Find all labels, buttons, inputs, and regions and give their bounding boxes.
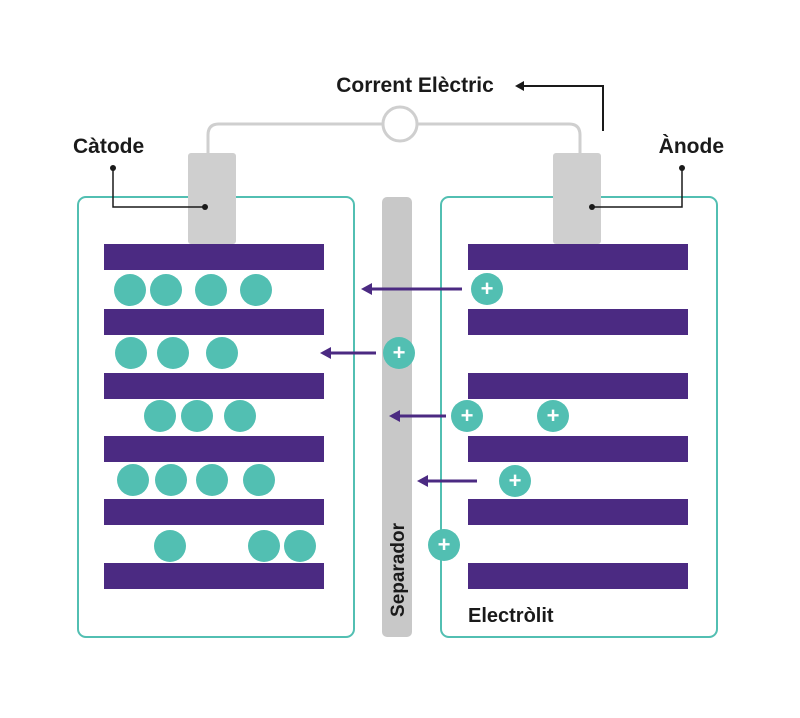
ion xyxy=(243,464,275,496)
lithium-ion xyxy=(383,337,415,369)
cathode-plate xyxy=(104,244,324,270)
plus-sign: + xyxy=(461,403,474,428)
ion xyxy=(150,274,182,306)
anode-terminal xyxy=(553,153,601,244)
cathode-terminal xyxy=(188,153,236,244)
lithium-ion xyxy=(428,529,460,561)
current-meter xyxy=(381,105,419,143)
lithium-ion xyxy=(499,465,531,497)
ion xyxy=(114,274,146,306)
ion xyxy=(155,464,187,496)
electrolyte-label: Electròlit xyxy=(468,605,554,627)
separator-label: Separador xyxy=(388,522,409,617)
cathode-leader-end xyxy=(202,204,208,210)
ion xyxy=(117,464,149,496)
ion xyxy=(144,400,176,432)
ion xyxy=(154,530,186,562)
anode-plate xyxy=(468,499,688,525)
electrode-plates xyxy=(104,244,688,589)
current-arrow xyxy=(522,85,604,131)
plus-sign: + xyxy=(481,276,494,301)
anode-label: Ànode xyxy=(659,135,724,158)
plus-sign: + xyxy=(547,403,560,428)
ion xyxy=(206,337,238,369)
ion xyxy=(195,274,227,306)
ion xyxy=(181,400,213,432)
ion xyxy=(196,464,228,496)
ion xyxy=(157,337,189,369)
flow-arrowhead xyxy=(361,283,372,295)
anode-leader-line xyxy=(592,168,683,208)
circuit-wire-left xyxy=(206,122,385,155)
anode-plate xyxy=(468,373,688,399)
ion-flow-arrows xyxy=(320,283,477,487)
plus-sign: + xyxy=(438,532,451,557)
anode-plate xyxy=(468,563,688,589)
cathode-plate xyxy=(104,499,324,525)
plus-sign: + xyxy=(393,340,406,365)
flow-arrowhead xyxy=(389,410,400,422)
flow-arrowhead xyxy=(320,347,331,359)
flow-arrowhead xyxy=(417,475,428,487)
circuit-wire-right xyxy=(415,122,582,155)
anode-plate xyxy=(468,244,688,270)
lithium-ion xyxy=(537,400,569,432)
cathode-plate xyxy=(104,563,324,589)
cathode-leader-line xyxy=(112,168,205,208)
current-arrowhead xyxy=(515,81,524,91)
lithium-ion xyxy=(471,273,503,305)
migrating-ions: + + + + + + xyxy=(383,273,569,561)
ion xyxy=(248,530,280,562)
ion xyxy=(240,274,272,306)
cathode-plate xyxy=(104,309,324,335)
anode-plate xyxy=(468,436,688,462)
cathode-ions xyxy=(114,274,316,562)
ion xyxy=(115,337,147,369)
plus-sign: + xyxy=(509,468,522,493)
ion xyxy=(224,400,256,432)
anode-plate xyxy=(468,309,688,335)
cathode-label: Càtode xyxy=(73,135,144,158)
anode-leader-end xyxy=(589,204,595,210)
ion xyxy=(284,530,316,562)
current-label: Corrent Elèctric xyxy=(336,74,494,97)
cathode-plate xyxy=(104,373,324,399)
cathode-plate xyxy=(104,436,324,462)
lithium-ion xyxy=(451,400,483,432)
